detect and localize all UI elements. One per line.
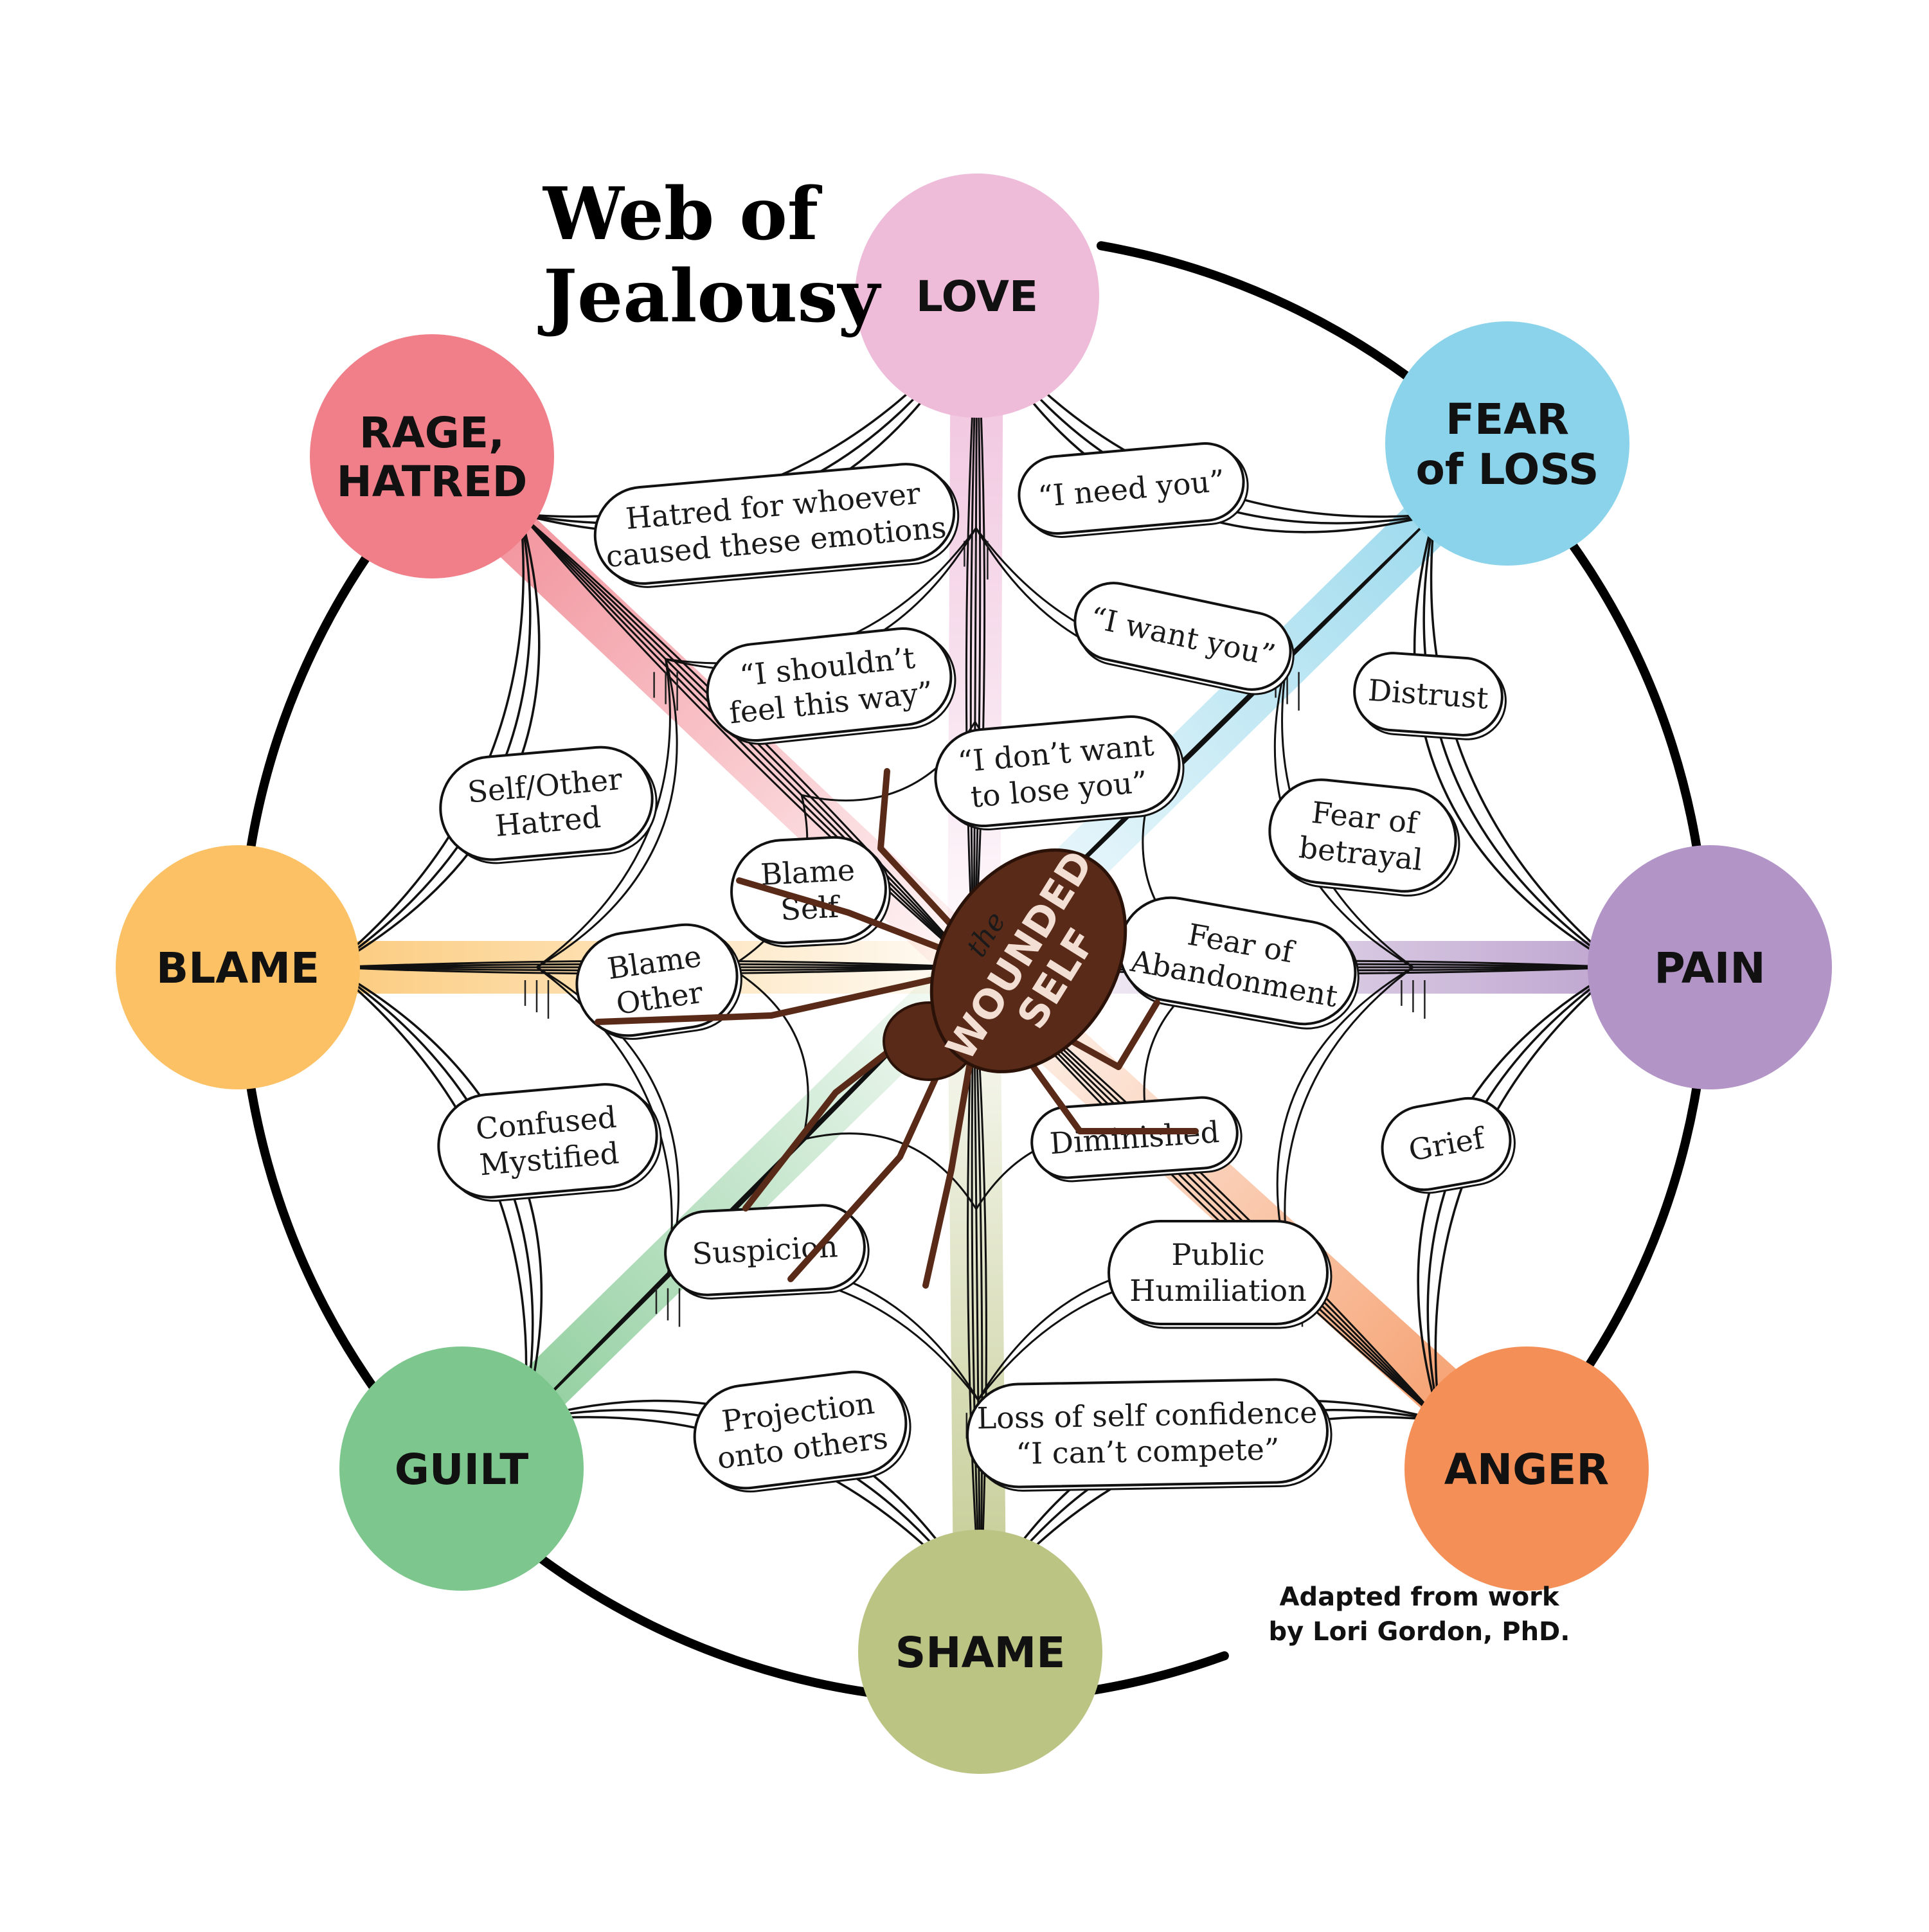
web-spoke-strand bbox=[519, 513, 975, 969]
credit-line-2: by Lori Gordon, PhD. bbox=[1269, 1617, 1570, 1647]
thought-bubble bbox=[706, 627, 953, 742]
thought-text: Loss of self confidence bbox=[976, 1395, 1318, 1435]
web-inner-strand bbox=[729, 966, 809, 1140]
thought-bubble bbox=[1353, 652, 1503, 737]
thought-grief: Grief bbox=[1381, 1096, 1516, 1194]
emotion-node-anger: ANGER bbox=[1404, 1346, 1649, 1591]
emotion-node-guilt: GUILT bbox=[339, 1346, 584, 1591]
emotion-node-love: LOVE bbox=[855, 174, 1099, 418]
thought-bubble bbox=[966, 1378, 1329, 1489]
emotion-label: RAGE, bbox=[359, 408, 505, 458]
emotion-node-shame: SHAME bbox=[858, 1530, 1102, 1774]
emotion-circle bbox=[310, 334, 554, 578]
emotion-label: of LOSS bbox=[1416, 445, 1599, 494]
emotion-label: LOVE bbox=[916, 272, 1038, 321]
thought-bubble bbox=[1108, 1220, 1329, 1325]
emotion-label: FEAR bbox=[1446, 395, 1569, 444]
thought-text: Public bbox=[1171, 1237, 1264, 1272]
thought-text: Distrust bbox=[1367, 673, 1490, 716]
thought-text: Humiliation bbox=[1129, 1273, 1306, 1308]
web-outer-strand bbox=[1422, 514, 1620, 969]
emotion-label: GUILT bbox=[395, 1445, 528, 1494]
emotion-circle bbox=[855, 174, 1099, 418]
spider-leg bbox=[877, 768, 961, 935]
web-mid-strand bbox=[536, 659, 678, 969]
emotion-label: HATRED bbox=[337, 457, 528, 506]
thought-bubble bbox=[1018, 442, 1245, 535]
emotion-circle bbox=[116, 845, 360, 1089]
emotion-circle bbox=[339, 1346, 584, 1591]
outer-ring-arc-right bbox=[1096, 241, 1711, 1490]
thought-text: Blame bbox=[760, 852, 856, 892]
web-outer-strand bbox=[330, 514, 532, 969]
thought-bubble bbox=[934, 715, 1181, 828]
thought-bubble bbox=[664, 1204, 866, 1296]
thought-bubble bbox=[730, 836, 887, 945]
thought-bubble bbox=[437, 1083, 658, 1199]
title-block: Web of Jealousy bbox=[537, 172, 882, 339]
thought-bubble bbox=[1381, 1096, 1512, 1192]
web-spoke-strand bbox=[519, 514, 974, 969]
thought-text: “I can’t compete” bbox=[1016, 1432, 1280, 1471]
thought-bubble bbox=[439, 746, 654, 861]
thought-i-need-you: “I need you” bbox=[1018, 442, 1249, 538]
web-inner-strand bbox=[802, 1132, 978, 1210]
emotion-node-rage-hatred: RAGE,HATRED bbox=[310, 334, 554, 578]
thought-distrust: Distrust bbox=[1353, 652, 1507, 740]
emotion-label: SHAME bbox=[895, 1628, 1066, 1677]
web-outer-strand bbox=[1430, 514, 1621, 969]
emotion-circle bbox=[1404, 1346, 1649, 1591]
emotion-circle bbox=[1385, 321, 1629, 566]
emotion-label: PAIN bbox=[1654, 944, 1765, 993]
credit-block: Adapted from work by Lori Gordon, PhD. bbox=[1269, 1582, 1570, 1647]
spider-leg bbox=[736, 877, 951, 954]
thought-suspicion: Suspicion bbox=[664, 1204, 870, 1300]
title-line-1: Web of bbox=[543, 172, 823, 256]
web-outer-strand bbox=[1413, 514, 1620, 969]
spider-abdomen bbox=[929, 848, 1127, 1073]
emotion-node-pain: PAIN bbox=[1588, 845, 1832, 1089]
thought-bubble bbox=[693, 1370, 908, 1490]
emotion-node-blame: BLAME bbox=[116, 845, 360, 1089]
spider-leg bbox=[922, 1019, 980, 1289]
spider-leg bbox=[595, 974, 948, 1025]
thought-diminished: Diminished bbox=[1030, 1096, 1243, 1183]
thought-bubble bbox=[593, 463, 956, 585]
thought-i-want-you: “I want you” bbox=[1073, 582, 1295, 695]
thought-loss-of-self-confidence: Loss of self confidence“I can’t compete” bbox=[966, 1378, 1332, 1492]
thought-bubble bbox=[1073, 582, 1292, 691]
emotion-circle bbox=[1588, 845, 1832, 1089]
thought-bubble bbox=[575, 923, 739, 1037]
web-outer-strand bbox=[330, 514, 541, 969]
credit-line-1: Adapted from work bbox=[1280, 1582, 1560, 1612]
emotion-label: BLAME bbox=[156, 944, 319, 993]
web-mid-strand bbox=[536, 966, 673, 1276]
thought-bubble bbox=[1268, 778, 1457, 893]
emotion-label: ANGER bbox=[1444, 1445, 1609, 1494]
title-line-2: Jealousy bbox=[537, 255, 882, 339]
emotion-circle bbox=[858, 1530, 1102, 1774]
web-spoke-strand bbox=[965, 321, 978, 968]
thought-bubble bbox=[1030, 1096, 1239, 1179]
